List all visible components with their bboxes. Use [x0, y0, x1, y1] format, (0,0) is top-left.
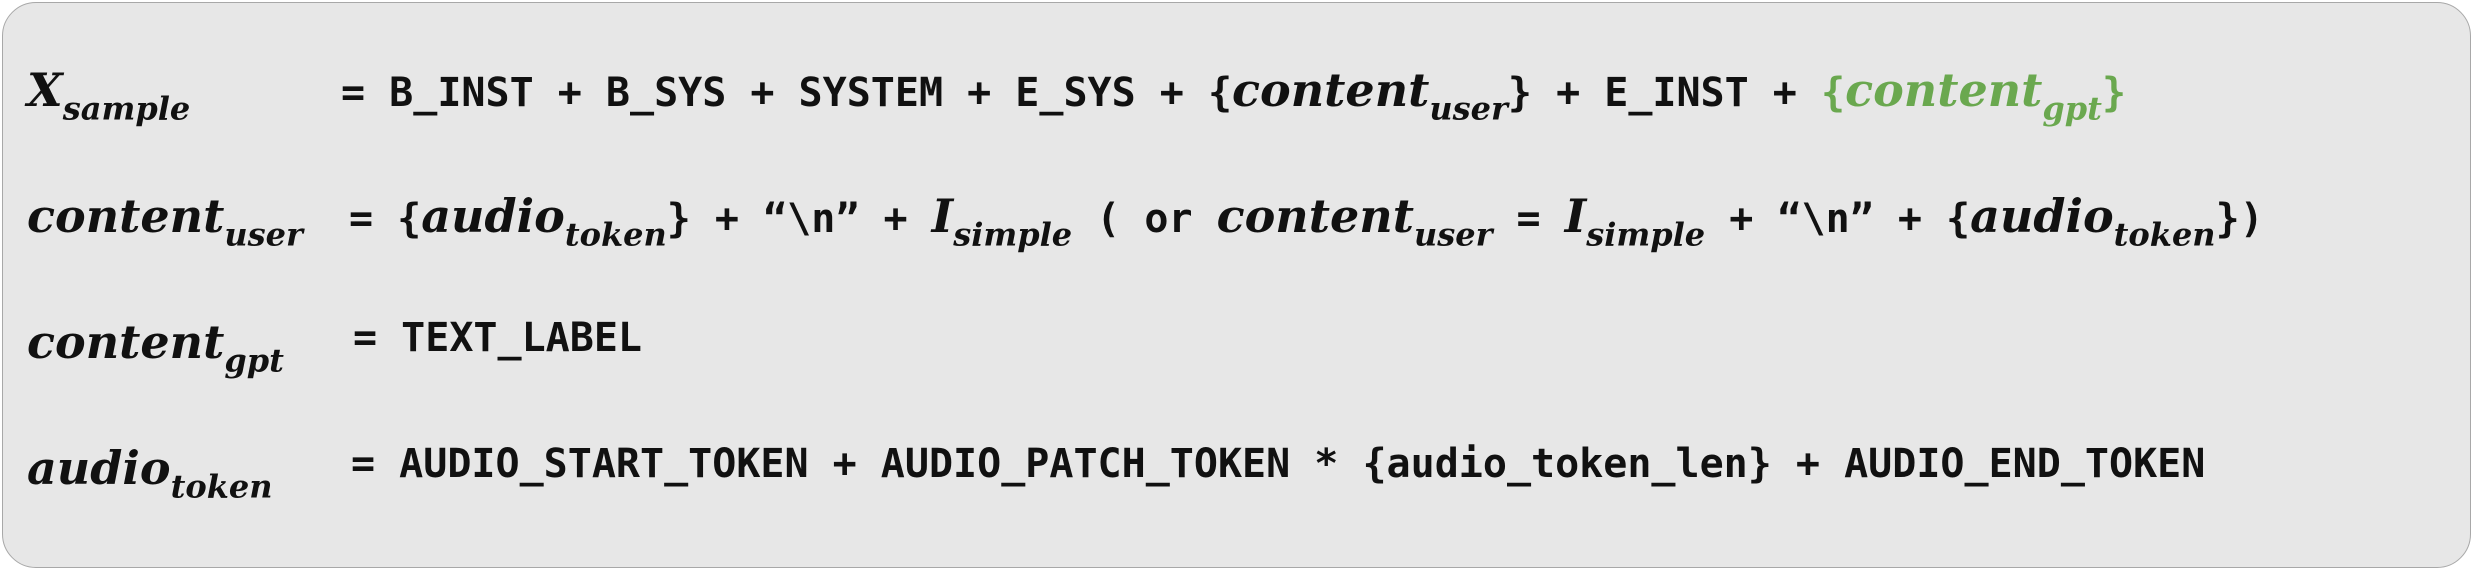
- content-user-term: content: [1216, 189, 1414, 243]
- lhs-subscript: gpt: [224, 341, 284, 380]
- rhs-text-1: = AUDIO_START_TOKEN + AUDIO_PATCH_TOKEN …: [351, 441, 2206, 487]
- content-gpt-highlight: {contentgpt}: [1821, 63, 2126, 124]
- lhs-content-gpt: contentgpt: [27, 315, 284, 376]
- rhs-text-1: = TEXT_LABEL: [353, 315, 642, 361]
- rhs-content-gpt: = TEXT_LABEL: [353, 315, 642, 361]
- audio-token-term: audio: [421, 189, 565, 243]
- rhs-text-5: + “\n” + {: [1705, 196, 1971, 242]
- lhs-subscript: user: [224, 215, 303, 254]
- brace-open: {: [1207, 70, 1233, 116]
- lhs-subscript: token: [170, 467, 273, 506]
- rhs-text-6: }): [2215, 196, 2264, 242]
- i-simple-subscript: simple: [953, 215, 1073, 254]
- gpt-brace-open: {: [1820, 70, 1846, 116]
- rhs-audio-token: = AUDIO_START_TOKEN + AUDIO_PATCH_TOKEN …: [351, 441, 2205, 487]
- content-user-subscript: user: [1413, 215, 1493, 254]
- i-simple-term: I: [931, 189, 954, 243]
- rhs-content-user: = {audiotoken} + “\n” + Isimple ( or con…: [349, 189, 2264, 250]
- content-user-term: content: [1232, 63, 1430, 117]
- lhs-base: audio: [27, 441, 171, 495]
- gpt-brace-close: }: [2101, 70, 2127, 116]
- audio-token-subscript: token: [564, 215, 667, 254]
- lhs-x-sample: Xsample: [27, 63, 190, 124]
- lhs-content-user: contentuser: [27, 189, 303, 250]
- lhs-subscript: sample: [62, 89, 191, 128]
- rhs-text-2: + E_INST +: [1531, 70, 1821, 116]
- rhs-text-1: = {: [349, 196, 422, 242]
- lhs-base: X: [27, 63, 63, 117]
- i-simple-subscript-2: simple: [1586, 215, 1706, 254]
- rhs-x-sample: = B_INST + B_SYS + SYSTEM + E_SYS + {con…: [341, 63, 2126, 124]
- content-user-subscript: user: [1429, 89, 1508, 128]
- audio-token-term-2: audio: [1970, 189, 2114, 243]
- lhs-audio-token: audiotoken: [27, 441, 273, 502]
- i-simple-term-2: I: [1564, 189, 1587, 243]
- brace-close: }: [1507, 70, 1532, 116]
- audio-token-subscript-2: token: [2113, 215, 2216, 254]
- rhs-text-2: } + “\n” +: [666, 196, 932, 242]
- content-gpt-subscript: gpt: [2042, 89, 2102, 128]
- rhs-text-4: =: [1492, 196, 1565, 242]
- lhs-base: content: [27, 189, 225, 243]
- content-gpt-term: content: [1845, 63, 2043, 117]
- rhs-text-1: = B_INST + B_SYS + SYSTEM + E_SYS +: [341, 70, 1208, 116]
- rhs-text-3: ( or: [1072, 196, 1217, 242]
- lhs-base: content: [27, 315, 225, 369]
